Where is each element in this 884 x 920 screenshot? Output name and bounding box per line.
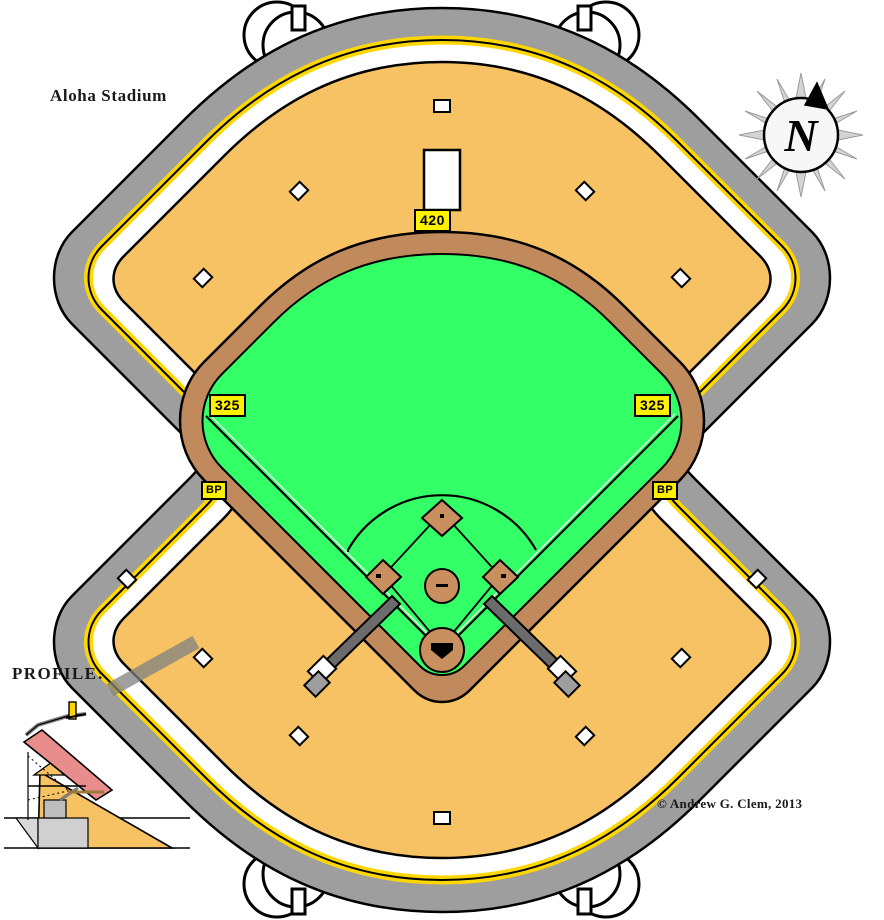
profile-roof [24,712,87,737]
profile-concourse [43,799,67,819]
distance-marker-right-field: 325 [634,394,671,417]
grass-field [201,252,683,676]
batters-eye-panel [422,148,462,212]
second-base [420,498,464,538]
profile-foundation [14,817,39,850]
profile-far-grandstand [106,635,200,697]
distance-marker-center-field: 420 [414,209,451,232]
foul-line-chalk [208,413,676,651]
profile-upper-deck [22,728,114,801]
infield-dirt-arc [347,494,537,552]
compass-north-letter: N [783,110,819,161]
foul-lines [205,415,679,653]
lower-deck-vomitories [116,99,768,825]
profile-strut [59,786,79,802]
pitchers-mound [424,568,460,604]
bullpen-marker-right: BP [652,481,679,500]
distance-marker-left-field: 325 [209,394,246,417]
yellow-accent-band [84,35,800,885]
profile-light-mast [68,701,77,720]
profile-cross-section [4,635,200,850]
first-base-dugout [482,594,582,699]
bullpen-marker-left: BP [201,481,228,500]
profile-label: PROFILE: [12,664,105,683]
home-plate [419,627,465,673]
third-base-dugout [302,594,402,699]
compass-needle-icon [803,81,830,110]
page-title: Aloha Stadium [50,86,167,105]
compass-rose: N [738,72,864,198]
compass-disc [762,96,840,174]
first-base [481,558,520,596]
profile-substructure [37,817,89,849]
third-base [364,558,403,596]
copyright-credit: © Andrew G. Clem, 2013 [657,796,803,811]
